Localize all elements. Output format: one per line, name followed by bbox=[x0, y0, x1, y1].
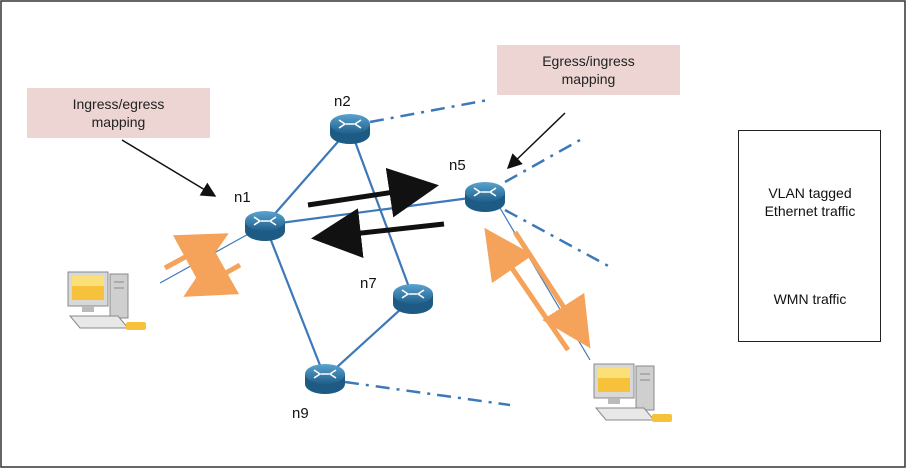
vlan-arrow-left-down bbox=[183, 250, 242, 297]
computer-icon-right bbox=[593, 363, 673, 423]
callout-arrow-right bbox=[506, 112, 566, 170]
link-n7-n9 bbox=[324, 297, 414, 379]
ext-link-n5-upper bbox=[504, 138, 581, 184]
node-label-n5: n5 bbox=[449, 157, 466, 174]
ext-link-n2 bbox=[369, 98, 489, 124]
router-icon-n2 bbox=[329, 113, 371, 145]
legend-vlan-label: VLAN tagged Ethernet traffic bbox=[764, 185, 856, 219]
legend-wmn-label: WMN traffic bbox=[773, 291, 847, 307]
wmn-arrow-right bbox=[307, 167, 439, 218]
node-label-n7: n7 bbox=[360, 275, 377, 292]
wmn-arrow-left bbox=[311, 208, 445, 258]
router-icon-n5 bbox=[464, 181, 506, 213]
vlan-arrow-right-down bbox=[512, 230, 591, 349]
wmn-traffic-arrows bbox=[307, 167, 445, 258]
node-label-n2: n2 bbox=[334, 93, 351, 110]
host-link-right bbox=[499, 207, 591, 361]
legend bbox=[738, 130, 881, 342]
computer-icon-left bbox=[67, 271, 147, 331]
mesh-links bbox=[263, 127, 486, 379]
ext-link-n9 bbox=[344, 380, 511, 407]
callout-egress-ingress: Egress/ingress mapping bbox=[497, 45, 680, 95]
router-icon-n1 bbox=[244, 210, 286, 242]
link-n2-n7 bbox=[348, 127, 415, 299]
vlan-traffic-arrows bbox=[163, 227, 591, 352]
router-icon-n7 bbox=[392, 283, 434, 315]
callout-arrow-left bbox=[121, 139, 217, 197]
node-label-n1: n1 bbox=[234, 189, 251, 206]
link-n1-n9 bbox=[263, 224, 327, 379]
link-n1-n2 bbox=[264, 127, 351, 226]
link-n1-n5 bbox=[264, 194, 486, 227]
node-label-n9: n9 bbox=[292, 405, 309, 422]
external-links bbox=[344, 98, 613, 407]
router-icon-n9 bbox=[304, 363, 346, 395]
host-link-left bbox=[159, 231, 253, 284]
callout-ingress-egress: Ingress/egress mapping bbox=[27, 88, 210, 138]
vlan-arrow-left-up bbox=[163, 233, 229, 280]
ext-link-n5-lower bbox=[504, 208, 613, 270]
